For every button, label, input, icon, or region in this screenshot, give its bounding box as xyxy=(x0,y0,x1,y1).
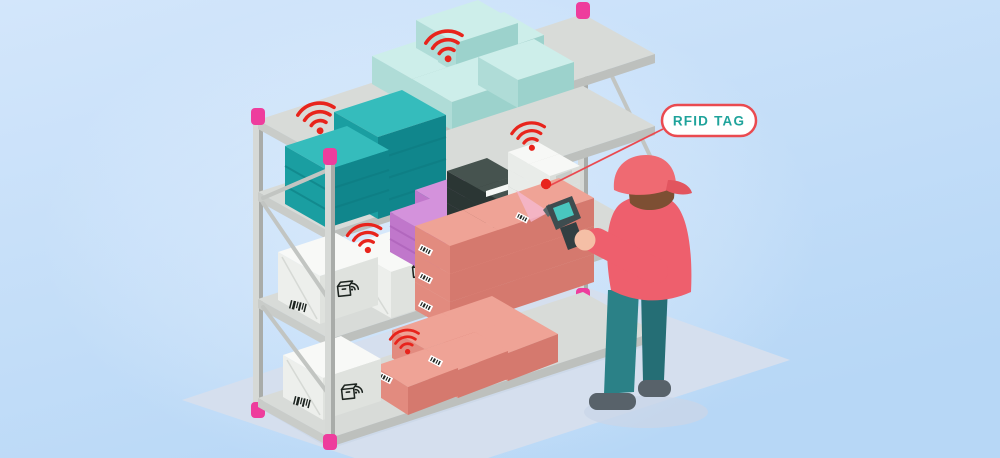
callout-pill xyxy=(660,103,758,138)
worker-shoe-left xyxy=(589,393,636,410)
worker-cap xyxy=(613,155,676,195)
worker-leg-left xyxy=(604,290,639,394)
callout-label: RFID TAG xyxy=(673,114,745,129)
callout-line xyxy=(548,128,664,187)
salmon-boxes-bottom xyxy=(375,296,558,415)
rack-post-rear-left xyxy=(251,122,265,418)
worker-hand xyxy=(574,229,596,251)
salmon-boxes-middle xyxy=(415,178,594,330)
worker-torso xyxy=(607,195,692,301)
post-cap-rear-right xyxy=(576,2,590,19)
worker-arm xyxy=(584,228,668,284)
worker-leg-right xyxy=(641,286,668,382)
post-cap-front-left xyxy=(323,148,337,165)
post-cap-rear-left xyxy=(251,108,265,125)
rfid-tag-callout: RFID TAG xyxy=(540,103,758,190)
teal-towel-stacks xyxy=(284,90,447,228)
scanner-screen xyxy=(553,202,574,221)
worker-shoe-right xyxy=(638,380,671,397)
rack-post-front-left xyxy=(323,148,337,450)
post-foot xyxy=(323,434,337,450)
worker-cap-brim xyxy=(666,180,692,195)
worker xyxy=(574,155,708,428)
scan-beam xyxy=(516,190,549,222)
rack-front-frame xyxy=(261,148,337,450)
rfid-tag-dot xyxy=(540,178,552,190)
